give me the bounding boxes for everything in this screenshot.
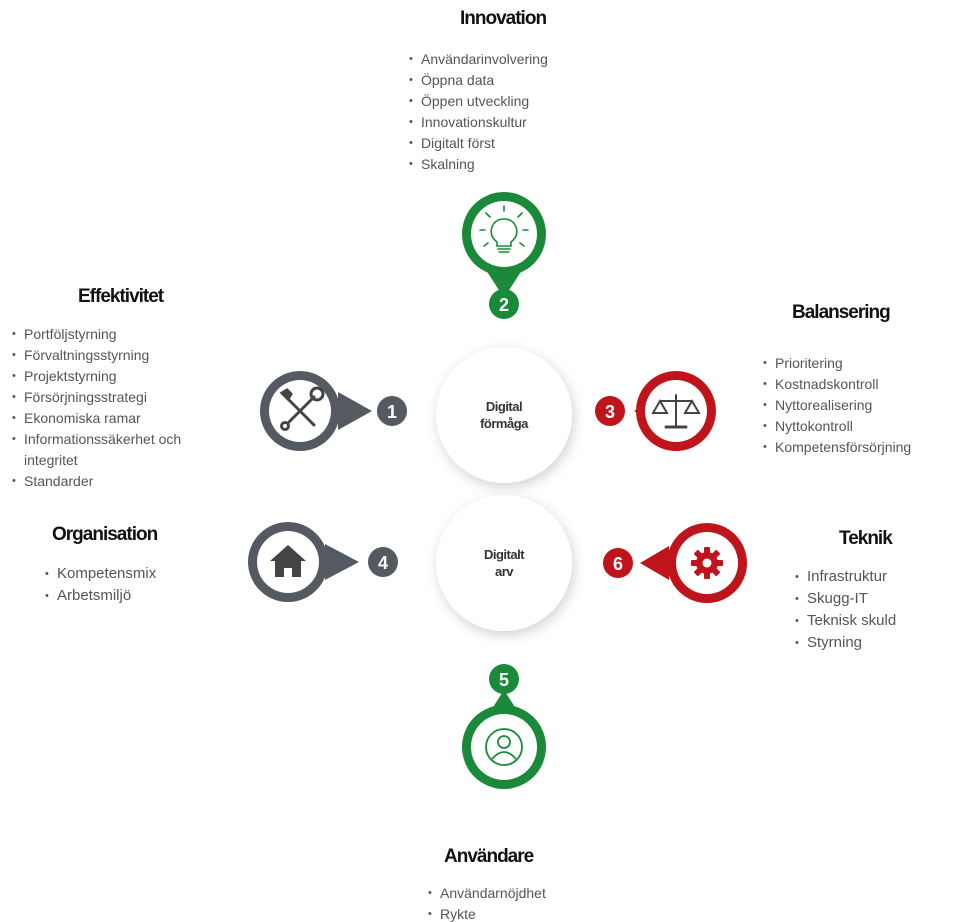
badge-3-number: 3	[605, 402, 615, 422]
gear-icon	[691, 547, 723, 579]
list-item: Försörjningsstrategi	[12, 387, 229, 408]
list-item: Ekonomiska ramar	[12, 408, 229, 429]
list-item: Kompetensmix	[45, 563, 156, 585]
center-circle-digitalt-arv	[436, 495, 572, 631]
list-item: Digitalt först	[409, 133, 548, 154]
list-item: Förvaltningsstyrning	[12, 345, 229, 366]
list-item: Öppen utveckling	[409, 91, 548, 112]
list-item: Nyttorealisering	[763, 395, 911, 416]
heading-teknik: Teknik	[839, 528, 893, 549]
list-item: Användarinvolvering	[409, 49, 548, 70]
list-item: Projektstyrning	[12, 366, 229, 387]
list-item: Användarnöjdhet	[428, 883, 546, 904]
tools-icon	[279, 386, 325, 431]
list-effektivitet: Portföljstyrning Förvaltningsstyrning Pr…	[12, 324, 229, 492]
list-teknik: Infrastruktur Skugg-IT Teknisk skuld Sty…	[795, 566, 896, 654]
heading-balansering: Balansering	[792, 302, 891, 323]
list-organisation: Kompetensmix Arbetsmiljö	[45, 563, 156, 607]
list-item: Nyttokontroll	[763, 416, 911, 437]
node-organisation: 4	[248, 522, 398, 602]
badge-1	[377, 396, 407, 426]
list-anvandare: Användarnöjdhet Rykte	[428, 883, 546, 922]
lightbulb-icon	[479, 205, 529, 253]
center-label-digital-formaga: Digital förmåga	[454, 398, 554, 432]
list-balansering: Prioritering Kostnadskontroll Nyttoreali…	[763, 353, 911, 458]
list-item: Portföljstyrning	[12, 324, 229, 345]
list-item: Skugg-IT	[795, 588, 896, 610]
center-label-digitalt-arv: Digitalt arv	[454, 546, 554, 580]
node-balansering: 3	[595, 371, 716, 451]
badge-6-number: 6	[613, 554, 623, 574]
badge-2	[489, 289, 519, 319]
list-item: Kompetensförsörjning	[763, 437, 911, 458]
center-label-line-1: Digital	[485, 399, 523, 414]
list-item: Styrning	[795, 632, 896, 654]
list-item: Öppna data	[409, 70, 548, 91]
list-item: Infrastruktur	[795, 566, 896, 588]
list-item: Prioritering	[763, 353, 911, 374]
list-item: Teknisk skuld	[795, 610, 896, 632]
heading-innovation: Innovation	[460, 8, 547, 29]
list-item: Rykte	[428, 904, 546, 922]
badge-4-number: 4	[378, 553, 388, 573]
badge-6	[603, 548, 633, 578]
badge-5-number: 5	[499, 670, 509, 690]
badge-3	[595, 396, 625, 426]
list-item: Informationssäkerhet och integritet	[12, 429, 229, 471]
heading-anvandare: Användare	[444, 846, 534, 867]
home-icon	[270, 545, 306, 577]
node-innovation: 2	[462, 192, 546, 319]
list-item: Skalning	[409, 154, 548, 175]
badge-5	[489, 664, 519, 694]
node-effektivitet: 1	[260, 371, 407, 451]
list-item: Kostnadskontroll	[763, 374, 911, 395]
badge-4	[368, 547, 398, 577]
badge-1-number: 1	[387, 402, 397, 422]
list-item: Arbetsmiljö	[45, 585, 156, 607]
badge-2-number: 2	[499, 295, 509, 315]
node-anvandare: 5	[462, 664, 546, 789]
list-innovation: Användarinvolvering Öppna data Öppen utv…	[409, 49, 548, 175]
user-icon	[485, 728, 523, 766]
scales-icon	[651, 394, 701, 429]
list-item: Standarder	[12, 471, 229, 492]
center-circle-digital-formaga	[436, 347, 572, 483]
heading-effektivitet: Effektivitet	[78, 286, 164, 307]
node-teknik: 6	[603, 523, 747, 603]
center-label-line-2: förmåga	[480, 416, 528, 431]
center-label-line-2: arv	[494, 564, 514, 579]
list-item: Innovationskultur	[409, 112, 548, 133]
heading-organisation: Organisation	[52, 524, 158, 545]
center-label-line-1: Digitalt	[483, 547, 525, 562]
